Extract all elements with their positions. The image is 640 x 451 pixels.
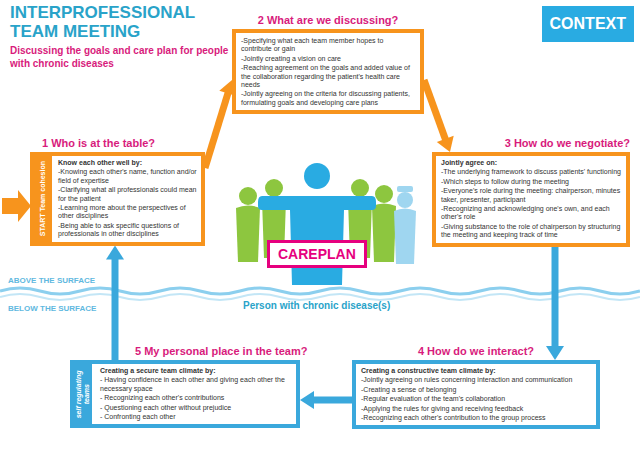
arrow-head [106,246,124,260]
box-frame: Creating a secure team climate by:- Havi… [70,360,300,428]
connector-line [112,258,119,360]
list-item: -Specifying what each team member hopes … [241,37,416,54]
box-frame: Creating a constructive team climate by:… [352,360,600,429]
tab-text: START Team cohesion [39,161,47,236]
list-item: -Recognizing each other's contribution t… [361,414,592,422]
side-tab: START Team cohesion [34,156,52,242]
list-item: - Having confidence in each other and gi… [100,376,292,393]
connector-line [205,91,228,168]
list-item: -Reaching agreement on the goals and add… [241,64,416,89]
water-wave [0,294,640,300]
step-heading: 2 What are we discussing? [232,14,424,27]
connector-line [424,80,446,141]
careplan-box: CAREPLAN [267,240,367,268]
subtitle: Discussing the goals and care plan for p… [10,45,230,70]
list-item: - Recognizing each other's contributions [100,394,292,402]
box-frame: -Specifying what each team member hopes … [232,29,424,114]
box-frame: Know each other well by:-Knowing each ot… [30,152,205,246]
list-item: -Creating a sense of belonging [361,386,592,394]
list-item: -Which steps to follow during the meetin… [441,178,622,186]
list-item: -Learning more about the perspectives of… [58,204,197,221]
step-heading: 4 How do we interact? [352,345,600,358]
surface-label: BELOW THE SURFACE [8,304,96,314]
step-box: 3 How do we negotiate?Jointly agree on:-… [432,137,630,247]
list-item: -Giving substance to the role of chairpe… [441,223,622,240]
list-lead: Creating a constructive team climate by: [361,367,592,375]
connector [300,391,352,409]
list-item: -Everyone's role during the meeting: cha… [441,187,622,204]
water-wave [0,288,640,294]
step-box: 2 What are we discussing? -Specifying wha… [232,14,424,114]
list-item: - Confronting each other [100,413,292,421]
connector [106,246,124,360]
connector [546,247,564,360]
step-box: 5 My personal place in the team? Creating… [70,345,300,428]
list-lead: Creating a secure team climate by: [100,367,292,375]
list-item: -The underlying framework to discuss pat… [441,168,622,176]
connector [424,80,454,152]
context-text: CONTEXT [550,15,626,32]
diagram-title: INTERPROFESSIONAL TEAM MEETING [10,4,225,41]
tab-text: self regulating teams [75,364,90,424]
start-arrow [2,190,31,222]
list-item: -Knowing each other's name, function and… [58,168,197,185]
list-item: -Recognizing and acknowledging one's own… [441,205,622,222]
list-item: -Clarifying what all professionals could… [58,186,197,203]
team-figures [236,163,416,285]
careplan-text: CAREPLAN [278,246,356,262]
list-item: -Applying the rules for giving and recei… [361,405,592,413]
list-lead: Jointly agree on: [441,159,622,167]
surface-label: ABOVE THE SURFACE [8,276,95,286]
box-frame: Jointly agree on:-The underlying framewo… [432,152,630,247]
connector-line [312,397,352,404]
arrow-head [437,136,454,152]
step-box: 1 Who is at the table? Know each other we… [30,137,205,246]
step-heading: 3 How do we negotiate? [432,137,630,150]
list-item: -Being able to ask specific questions of… [58,222,197,239]
list-item: - Questioning each other without prejudi… [100,404,292,412]
list-item: -Regular evaluation of the team's collab… [361,395,592,403]
step-heading: 5 My personal place in the team? [70,345,300,358]
list-lead: Know each other well by: [58,159,197,167]
list-item: -Jointly agreeing on rules concerning in… [361,376,592,384]
side-tab: self regulating teams [74,364,92,424]
arrow-head [546,346,564,360]
list-item: -Jointly creating a vision on care [241,55,416,63]
list-item: -Jointly agreeing on the criteria for di… [241,90,416,107]
step-box: 4 How do we interact? Creating a construc… [352,345,600,429]
context-box: CONTEXT [542,6,634,42]
patient-label: Person with chronic disease(s) [243,300,390,313]
step-heading: 1 Who is at the table? [30,137,205,150]
arrow-head [300,391,314,409]
connector-line [552,247,559,348]
